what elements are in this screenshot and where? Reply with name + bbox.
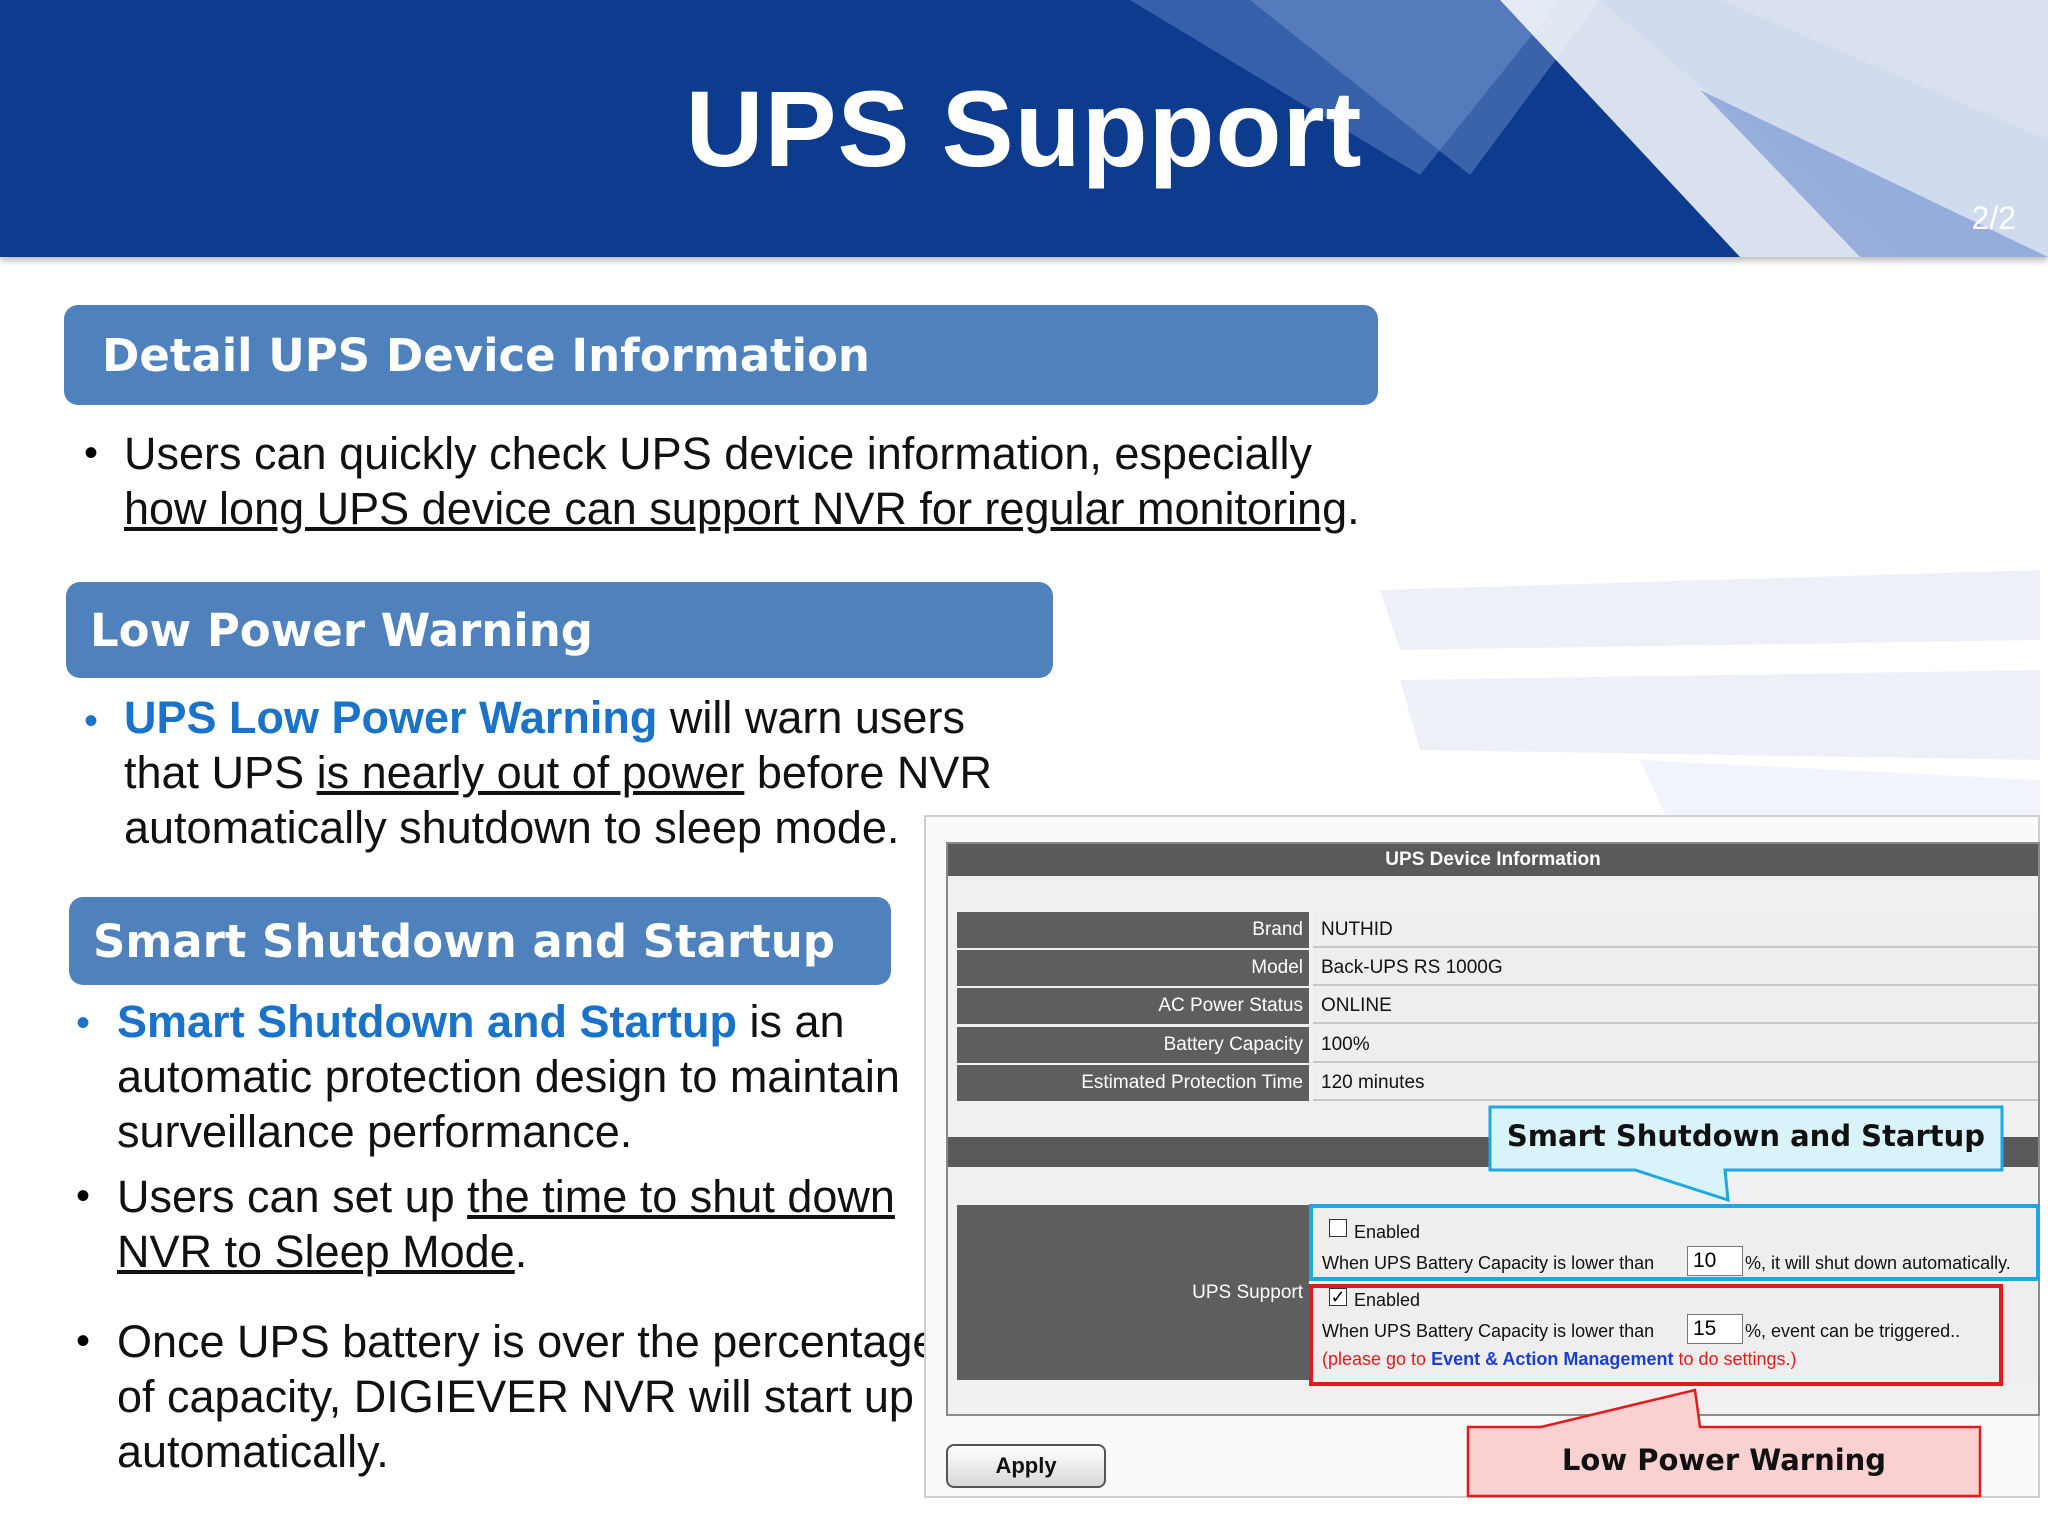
bullet-marker: • [76,1174,91,1218]
bullet-marker: • [76,1319,91,1363]
smart-2-text-a: Users can set up [117,1171,468,1222]
warning-note-b: to do settings.) [1673,1349,1797,1369]
section-heading-smart: Smart Shutdown and Startup [69,897,891,985]
smart-2-period: . [514,1226,528,1277]
detail-bullet: Users can quickly check UPS device infor… [124,426,1424,536]
model-label: Model [957,950,1309,986]
warning-enabled-checkbox[interactable]: ✓ [1329,1287,1347,1307]
smart-text-c: surveillance performance. [117,1106,633,1157]
low-power-text-e: automatically shutdown to sleep mode. [124,802,900,853]
page-indicator: 2/2 [1971,200,2016,236]
low-power-underlined: is nearly out of power [316,747,745,798]
warning-text-after: %, event can be triggered.. [1745,1321,1961,1341]
smart-callout-bubble [1488,1105,2004,1203]
ac-power-value: ONLINE [1313,988,2038,1024]
smart-3-text-c: automatically. [117,1426,389,1477]
section-heading-low-power: Low Power Warning [66,582,1053,678]
protection-time-label: Estimated Protection Time [957,1065,1309,1101]
ups-support-label: UPS Support [957,1205,1309,1380]
smart-bullet-1: Smart Shutdown and Startup is an automat… [117,994,927,1159]
shutdown-highlight-box [1309,1204,2040,1281]
detail-bullet-underlined: how long UPS device can support NVR for … [124,483,1348,534]
warning-highlight-box [1309,1284,2003,1386]
brand-value: NUTHID [1313,912,2038,948]
shutdown-threshold-input[interactable]: 10 [1687,1246,1743,1276]
smart-2-underlined-a: the time to shut down [467,1171,895,1222]
low-power-callout-label: Low Power Warning [1561,1443,1887,1477]
low-power-highlight: UPS Low Power Warning [124,692,658,743]
smart-2-underlined-b: NVR to Sleep Mode [117,1226,515,1277]
ups-panel-title: UPS Device Information [948,844,2038,876]
warning-threshold-input[interactable]: 15 [1687,1314,1743,1344]
low-power-text-d: before NVR [744,747,992,798]
header-decoration [1130,0,2048,257]
warning-enabled-label: Enabled [1354,1290,1421,1310]
smart-bullet-3: Once UPS battery is over the percentage … [117,1314,927,1479]
page-title: UPS Support [685,68,1363,189]
low-power-bullet: UPS Low Power Warning will warn users th… [124,690,1024,855]
shutdown-text-before: When UPS Battery Capacity is lower than [1322,1253,1655,1273]
smart-bullet-2: Users can set up the time to shut down N… [117,1169,927,1279]
low-power-callout-bubble [1466,1388,1982,1498]
protection-time-value: 120 minutes [1313,1065,2038,1101]
battery-capacity-label: Battery Capacity [957,1027,1309,1063]
smart-callout-label: Smart Shutdown and Startup [1506,1119,1986,1153]
smart-3-text-a: Once UPS battery is over the percentage [117,1316,927,1367]
shutdown-text-after: %, it will shut down automatically. [1745,1253,2011,1273]
header-band: UPS Support 2/2 [0,0,2048,257]
apply-button[interactable]: Apply [946,1444,1106,1488]
warning-note: (please go to Event & Action Management … [1322,1349,1797,1370]
model-value: Back-UPS RS 1000G [1313,950,2038,986]
brand-label: Brand [957,912,1309,948]
bullet-marker: • [84,431,99,475]
shutdown-enabled-label: Enabled [1354,1222,1421,1242]
section-heading-detail: Detail UPS Device Information [64,305,1378,405]
event-action-link[interactable]: Event & Action Management [1431,1349,1674,1369]
warning-note-a: (please go to [1322,1349,1432,1369]
bullet-marker: • [84,699,99,743]
battery-capacity-value: 100% [1313,1027,2038,1063]
bullet-marker: • [76,1001,91,1045]
detail-bullet-period: . [1347,483,1360,534]
smart-text-a: is an [737,996,845,1047]
smart-text-b: automatic protection design to maintain [117,1051,900,1102]
ups-support-area [1313,1205,2038,1380]
low-power-text-b: that UPS [124,747,317,798]
warning-text-before: When UPS Battery Capacity is lower than [1322,1321,1655,1341]
low-power-text-a: will warn users [657,692,965,743]
shutdown-enabled-checkbox[interactable] [1329,1219,1347,1237]
smart-3-text-b: of capacity, DIGIEVER NVR will start up [117,1371,914,1422]
smart-highlight: Smart Shutdown and Startup [117,996,738,1047]
ac-power-label: AC Power Status [957,988,1309,1024]
detail-bullet-text-a: Users can quickly check UPS device infor… [124,428,1312,479]
